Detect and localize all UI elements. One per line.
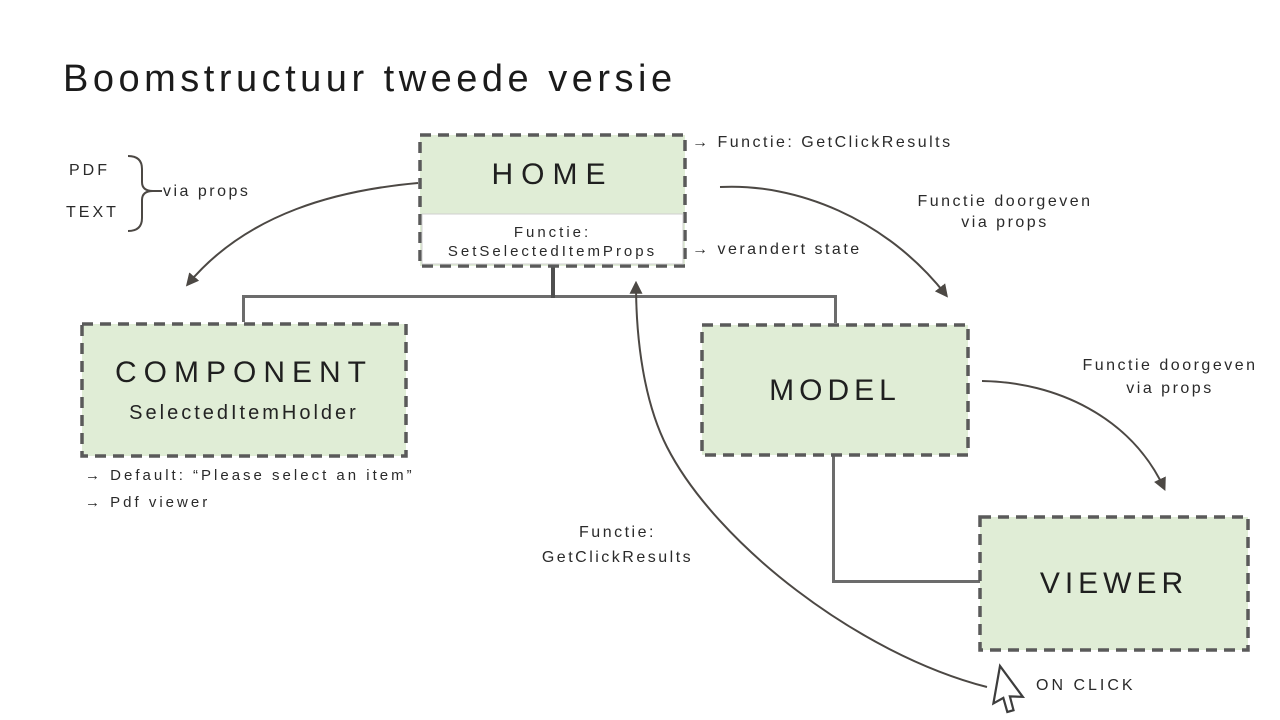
home-function-section	[421, 213, 684, 265]
annotation-verandert-state: → verandert state	[692, 241, 862, 258]
home-function-line2: SetSelectedItemProps	[447, 243, 658, 260]
on-click-label: ON CLICK	[1036, 677, 1136, 694]
via-props-label: via props	[163, 183, 251, 200]
pass-function-line2: via props	[1126, 380, 1214, 397]
viewer-label: VIEWER	[1039, 567, 1189, 600]
component-note-pdf-viewer: → Pdf viewer	[85, 494, 211, 511]
model-viewer-connector	[832, 456, 980, 583]
arrow-model-to-viewer	[981, 380, 1166, 491]
pass-function-line1: Functie doorgeven	[1082, 357, 1258, 374]
pass-function-line2: via props	[961, 214, 1049, 231]
component-note-default: → Default: “Please select an item”	[85, 467, 415, 484]
input-text-label: TEXT	[66, 204, 119, 221]
click-function-line1: Functie:	[579, 524, 656, 541]
click-function-line2: GetClickResults	[541, 549, 694, 566]
component-box	[80, 322, 408, 458]
model-box	[700, 323, 970, 457]
brace-icon	[127, 155, 162, 232]
viewer-box	[978, 515, 1250, 652]
arrow-onclick-to-home	[629, 280, 988, 688]
input-pdf-label: PDF	[69, 162, 110, 179]
annotation-functie-getclickresults: → Functie: GetClickResults	[692, 134, 953, 151]
arrow-home-to-component	[185, 182, 419, 287]
annotation-click-function: Functie: GetClickResults	[515, 520, 720, 570]
home-function-line1: Functie:	[513, 224, 592, 241]
annotation-pass-function-home-model: Functie doorgeven via props	[894, 191, 1116, 233]
model-label: MODEL	[769, 374, 901, 407]
component-sublabel: SelectedItemHolder	[129, 402, 359, 424]
pass-function-line1: Functie doorgeven	[917, 193, 1093, 210]
home-label: HOME	[491, 158, 614, 191]
cursor-icon	[991, 663, 1026, 714]
arrow-home-to-model	[719, 185, 948, 298]
component-label: COMPONENT	[115, 356, 373, 389]
annotation-pass-function-model-viewer: Functie doorgeven via props	[1059, 354, 1280, 400]
tree-connector	[242, 295, 837, 323]
page-title: Boomstructuur tweede versie	[63, 58, 677, 100]
